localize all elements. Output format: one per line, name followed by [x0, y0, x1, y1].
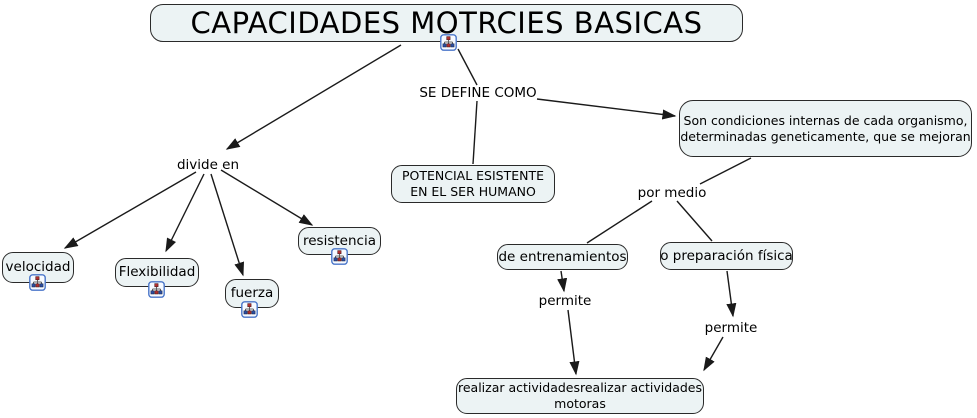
concept-flexibilidad-text: Flexibilidad — [118, 264, 196, 281]
concept-node-preparacion[interactable]: o preparación física — [660, 242, 793, 270]
connector-title-to-divide-en — [225, 44, 402, 150]
concept-potencial-line1: POTENCIAL ESISTENTE — [401, 168, 545, 184]
concept-realizar-line1: realizar actividadesrealizar actividades — [457, 380, 702, 396]
connector-entrenamientos-to-permite-1 — [557, 270, 568, 293]
concept-node-fuerza[interactable]: fuerza — [225, 279, 279, 308]
concept-node-definition[interactable]: Son condiciones internas de cada organis… — [679, 100, 972, 157]
connector-preparacion-to-permite-2 — [726, 270, 737, 318]
concept-entrenamientos-text: de entrenamientos — [498, 248, 627, 265]
concept-node-potencial[interactable]: POTENCIAL ESISTENTE EN EL SER HUMANO — [391, 165, 555, 203]
link-label-divide-en[interactable]: divide en — [176, 157, 240, 173]
concept-velocidad-text: velocidad — [5, 259, 71, 276]
connector-se-define-como-to-definition — [536, 98, 677, 120]
resource-icon-flexibilidad[interactable] — [148, 281, 165, 298]
connector-permite-2-to-realizar — [703, 336, 724, 372]
concept-node-entrenamientos[interactable]: de entrenamientos — [497, 244, 628, 270]
concept-definition-line1: Son condiciones internas de cada organis… — [683, 112, 968, 128]
resource-icon-velocidad[interactable] — [29, 274, 46, 291]
concept-definition-line2: determinadas geneticamente, que se mejor… — [680, 128, 971, 144]
connector-divide-en-to-flexibilidad — [165, 173, 205, 253]
connector-title-to-se-define-como — [457, 48, 478, 86]
connector-divide-en-to-resistencia — [220, 169, 314, 226]
concept-preparacion-text: o preparación física — [660, 247, 793, 264]
connector-definition-to-por-medio — [699, 157, 752, 185]
connector-por-medio-to-entrenamientos — [586, 200, 653, 244]
link-label-permite-2[interactable]: permite — [704, 320, 758, 336]
concept-potencial-line2: EN EL SER HUMANO — [410, 184, 536, 199]
resource-icon-resistencia[interactable] — [331, 248, 348, 265]
link-label-se-define-como[interactable]: SE DEFINE COMO — [419, 85, 537, 101]
resource-icon-title[interactable] — [440, 34, 457, 51]
concept-fuerza-text: fuerza — [230, 285, 274, 302]
concept-node-title[interactable]: CAPACIDADES MOTRCIES BASICAS — [150, 4, 743, 42]
connector-divide-en-to-velocidad — [63, 171, 197, 249]
concept-node-realizar[interactable]: realizar actividadesrealizar actividades… — [456, 378, 704, 414]
connector-por-medio-to-preparacion — [676, 200, 713, 242]
connector-se-define-como-to-potencial — [472, 100, 478, 165]
link-label-por-medio[interactable]: por medio — [637, 185, 707, 201]
link-label-permite-1[interactable]: permite — [538, 293, 592, 309]
connector-permite-1-to-realizar — [567, 309, 580, 376]
concept-resistencia-text: resistencia — [303, 232, 376, 249]
connector-divide-en-to-fuerza — [210, 173, 244, 277]
resource-icon-fuerza[interactable] — [241, 301, 258, 318]
concept-realizar-line2: motoras — [554, 396, 606, 411]
